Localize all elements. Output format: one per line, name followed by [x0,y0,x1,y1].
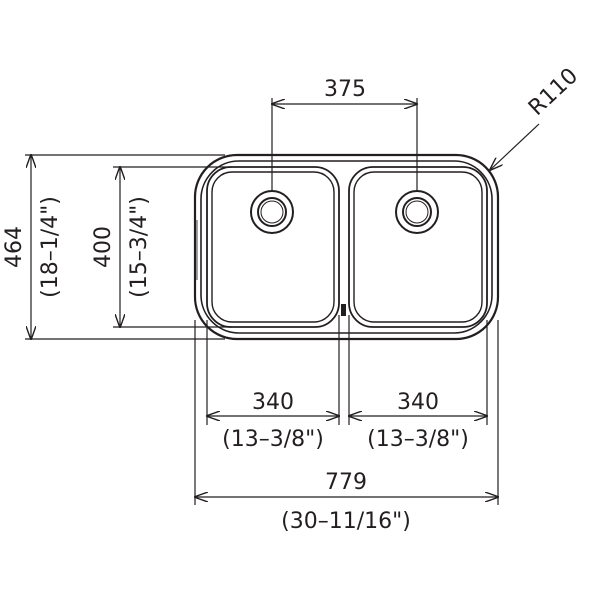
width-extension-lines [194,315,499,505]
overall-width-in-label: (30–11/16") [281,509,411,534]
corner-radius-label: R110 [524,64,583,121]
drain-spacing-dimension: 375 [272,77,417,191]
overall-width-mm-label: 779 [325,470,367,495]
left-drain-icon [250,190,294,234]
right-bowl [348,166,488,328]
left-bowl [206,166,340,328]
overflow-slot [341,304,346,316]
bowl-depth-mm-label: 400 [91,226,116,268]
left-bowl-width-mm-label: 340 [252,390,294,415]
sink-outline [193,153,500,341]
right-bowl-width-dimension: 340 (13–3/8") [349,390,487,452]
left-bowl-width-in-label: (13–3/8") [222,427,324,452]
overall-width-dimension: 779 (30–11/16") [195,470,498,534]
right-drain-icon [395,190,439,234]
overall-depth-mm-label: 464 [2,226,27,268]
bowl-depth-in-label: (15–3/4") [127,196,152,298]
overall-depth-in-label: (18–1/4") [38,196,63,298]
drain-spacing-label: 375 [324,77,366,102]
right-bowl-width-mm-label: 340 [397,390,439,415]
overall-depth-dimension: 464 (18–1/4") [2,155,225,339]
left-bowl-width-dimension: 340 (13–3/8") [207,390,339,452]
right-bowl-width-in-label: (13–3/8") [367,427,469,452]
bowl-depth-dimension: 400 (15–3/4") [91,167,232,327]
corner-radius-callout: R110 [490,64,583,170]
